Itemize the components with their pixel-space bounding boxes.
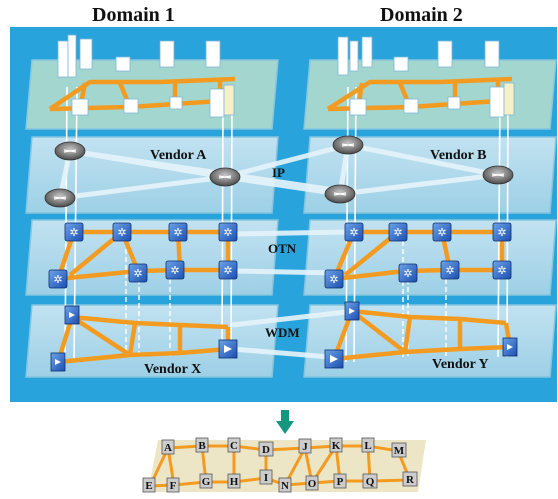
node-g: G <box>202 476 211 488</box>
svg-text:✲: ✲ <box>223 227 232 239</box>
building-icon <box>57 34 515 118</box>
otn-switch-icon: ✲ ✲ ✲ ✲ ✲ ✲ ✲ ✲ ✲ ✲ ✲ ✲ ✲ ✲ ✲ ✲ <box>48 222 512 289</box>
domain-2-title: Domain 2 <box>380 4 463 26</box>
svg-text:✲: ✲ <box>445 265 454 277</box>
svg-text:✲: ✲ <box>349 227 358 239</box>
wdm-layer-label: WDM <box>265 325 300 340</box>
router-icon <box>44 135 514 208</box>
otn-interdomain-links <box>231 229 351 276</box>
node-i: I <box>264 472 268 484</box>
vendor-x-label: Vendor X <box>144 362 201 377</box>
node-p: P <box>337 476 344 488</box>
wdm-node-icon <box>50 301 518 372</box>
svg-text:✲: ✲ <box>329 274 338 286</box>
node-r: R <box>406 474 415 486</box>
svg-text:✲: ✲ <box>170 265 179 277</box>
svg-text:✲: ✲ <box>497 265 506 277</box>
node-m: M <box>394 445 405 457</box>
vendor-y-label: Vendor Y <box>432 357 489 372</box>
ip-links <box>57 142 499 201</box>
svg-text:✲: ✲ <box>53 274 62 286</box>
domain-1-title: Domain 1 <box>92 4 175 26</box>
multi-domain-diagram: ✲ ✲ ✲ ✲ ✲ ✲ ✲ ✲ ✲ ✲ ✲ ✲ ✲ ✲ ✲ ✲ <box>10 27 557 402</box>
svg-text:✲: ✲ <box>117 227 126 239</box>
node-e: E <box>145 480 152 492</box>
otn-layer-label: OTN <box>268 241 297 256</box>
node-j: J <box>302 441 308 453</box>
node-d: D <box>262 444 270 456</box>
node-f: F <box>170 480 177 492</box>
node-c: C <box>230 440 238 452</box>
arrow-down-icon <box>276 410 294 434</box>
node-b: B <box>198 440 206 452</box>
svg-text:✲: ✲ <box>403 268 412 280</box>
vendor-b-label: Vendor B <box>430 148 486 163</box>
node-q: Q <box>366 476 375 488</box>
vertical-dashed-links <box>125 233 447 357</box>
svg-text:✲: ✲ <box>69 227 78 239</box>
ip-layer-label: IP <box>272 165 285 180</box>
node-l: L <box>364 440 371 452</box>
node-o: O <box>308 478 317 490</box>
wdm-interdomain-links <box>231 309 347 360</box>
wdm-links <box>55 308 513 365</box>
node-n: N <box>281 480 289 492</box>
node-a: A <box>164 442 172 454</box>
vendor-a-label: Vendor A <box>150 148 207 163</box>
svg-text:✲: ✲ <box>393 227 402 239</box>
svg-text:✲: ✲ <box>497 227 506 239</box>
svg-text:✲: ✲ <box>437 227 446 239</box>
node-h: H <box>230 476 239 488</box>
node-k: K <box>332 440 341 452</box>
svg-text:✲: ✲ <box>173 227 182 239</box>
svg-text:✲: ✲ <box>133 268 142 280</box>
abstract-topology: A B C D J K L M E F G H I N O P Q R <box>140 434 436 494</box>
svg-text:✲: ✲ <box>223 265 232 277</box>
